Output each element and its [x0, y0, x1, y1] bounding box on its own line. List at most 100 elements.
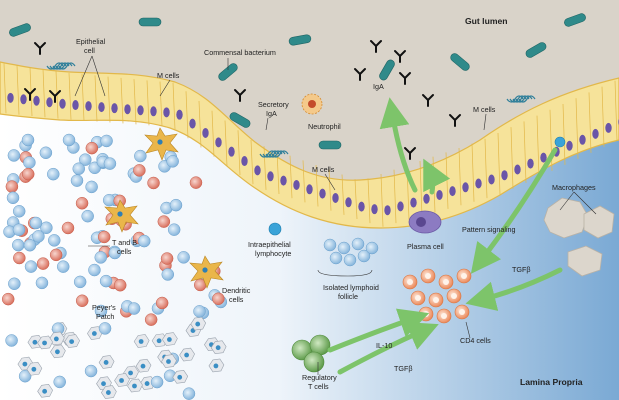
tgfb-right-label: TGFβ [512, 265, 531, 274]
antibody-icon [354, 68, 366, 81]
epithelial-cell-nucleus [241, 156, 248, 167]
epithelial-cell-nucleus [579, 134, 586, 145]
b-cell-icon [21, 167, 35, 181]
antibody-icon [422, 94, 434, 107]
t-cell-icon [161, 268, 175, 281]
t-cell-icon [193, 305, 206, 318]
b-cell-icon [75, 294, 89, 308]
leader-line [559, 191, 575, 211]
cd4-cells-label: CD4 cells [460, 336, 491, 345]
epithelial-cell-border [484, 138, 488, 199]
epithelial-cell-border [146, 80, 150, 126]
leader-line [465, 321, 471, 339]
regulatory-t-cells-label-2: T cells [308, 382, 329, 391]
antibody-icon [24, 88, 36, 101]
epithelial-cell-nucleus [150, 106, 157, 117]
b-cell-icon [97, 230, 111, 244]
epithelial-cell-border [601, 86, 605, 147]
stromal-cell-nucleus [128, 370, 133, 376]
t-cell-icon [88, 263, 101, 277]
leader-lines [74, 55, 597, 375]
epithelial-cell-nucleus [332, 192, 339, 203]
follicle-lymphocyte-icon [343, 253, 357, 267]
epithelial-cell-border [211, 110, 215, 157]
bacterium-icon [138, 17, 162, 27]
macrophages-label: Macrophages [552, 183, 596, 192]
epithelial-cell-border [536, 115, 540, 177]
epithelial-cell-border [68, 72, 72, 120]
gut-lumen-region [0, 0, 619, 181]
stromal-cell-nucleus [42, 388, 48, 394]
epithelial-cell-border [302, 160, 306, 203]
t-cell-icon [108, 246, 122, 260]
stromal-cell-nucleus [166, 359, 171, 364]
epithelial-cell-nucleus [423, 193, 430, 204]
bacteria-cluster-icon [58, 62, 76, 70]
t-cell-icon [5, 334, 18, 347]
epithelial-cell-border [120, 77, 124, 124]
leader-line [324, 173, 336, 191]
t-cell-icon [29, 216, 43, 230]
bacterium-icon [288, 34, 312, 46]
antibody-icon [394, 50, 406, 63]
leader-line [265, 117, 269, 131]
epithelial-cell-nucleus [462, 182, 469, 193]
bacterium-icon [229, 112, 251, 128]
epithelial-cell-nucleus [592, 128, 599, 139]
epithelial-cell-nucleus [85, 101, 92, 112]
t-and-b-cells-label-2: cells [117, 247, 132, 256]
antibody-icon [449, 114, 461, 127]
epithelial-cell-nucleus [436, 189, 443, 200]
epithelial-cell-border [94, 75, 98, 122]
t-cell-icon [12, 223, 26, 236]
t-cell-icon [94, 251, 108, 264]
epithelial-cell-nucleus [514, 164, 521, 175]
dendritic-cells-label-1: Dendritic [222, 286, 251, 295]
cd4-cell-core [443, 279, 449, 285]
epithelial-cell-nucleus [59, 98, 66, 109]
epithelial-cell-nucleus [20, 94, 27, 105]
t-cell-icon [7, 149, 21, 162]
epithelial-cell-border [16, 65, 20, 115]
epithelial-cell-border [367, 178, 371, 224]
b-cell-icon [133, 164, 146, 177]
t-cell-icon [24, 260, 38, 273]
signal-arrows [327, 97, 563, 375]
plasma-cell-label: Plasma cell [407, 242, 444, 251]
leader-line [74, 55, 93, 97]
stromal-cell-nucleus [55, 349, 60, 355]
follicle-bracket [317, 269, 373, 277]
b-cell-icon [85, 141, 99, 155]
epithelial-cell-border [198, 100, 202, 148]
stromal-cell-nucleus [132, 383, 137, 389]
leader-line [159, 79, 171, 97]
t-cell-icon [23, 238, 37, 252]
t-cell-icon [40, 221, 53, 235]
leader-line [483, 113, 487, 131]
isolated-lymphoid-follicle-label-1: Isolated lymphoid [323, 283, 379, 292]
stromal-cell-nucleus [195, 321, 201, 327]
epithelial-cell-border [276, 150, 280, 195]
epithelial-cell-border [42, 69, 46, 118]
cd4-cell-core [459, 309, 465, 315]
pattern-signaling-label: Pattern signaling [462, 225, 516, 234]
follicle-lymphocyte-icon [357, 249, 371, 263]
epithelial-cell-nucleus [111, 103, 118, 114]
t-cell-icon [12, 205, 26, 218]
regulatory-t-cells-label-1: Regulatory [302, 373, 337, 382]
leader-line [573, 191, 597, 215]
bacterium-icon [525, 42, 547, 58]
epithelial-cell-nucleus [397, 201, 404, 212]
stromal-cell-nucleus [31, 366, 37, 372]
neutrophil-nucleus [308, 100, 316, 108]
t-cell-icon [53, 375, 66, 389]
epithelial-cell-border [289, 155, 293, 199]
epithelial-cell-border [328, 169, 332, 211]
epithelial-cell-nucleus [319, 188, 326, 199]
b-cell-icon [75, 196, 89, 210]
cd4-cell-core [407, 279, 413, 285]
stromal-cell-nucleus [140, 363, 146, 369]
t-cell-icon [100, 134, 113, 148]
stromal-cell-nucleus [166, 337, 172, 342]
stromal-cell-nucleus [101, 381, 106, 387]
